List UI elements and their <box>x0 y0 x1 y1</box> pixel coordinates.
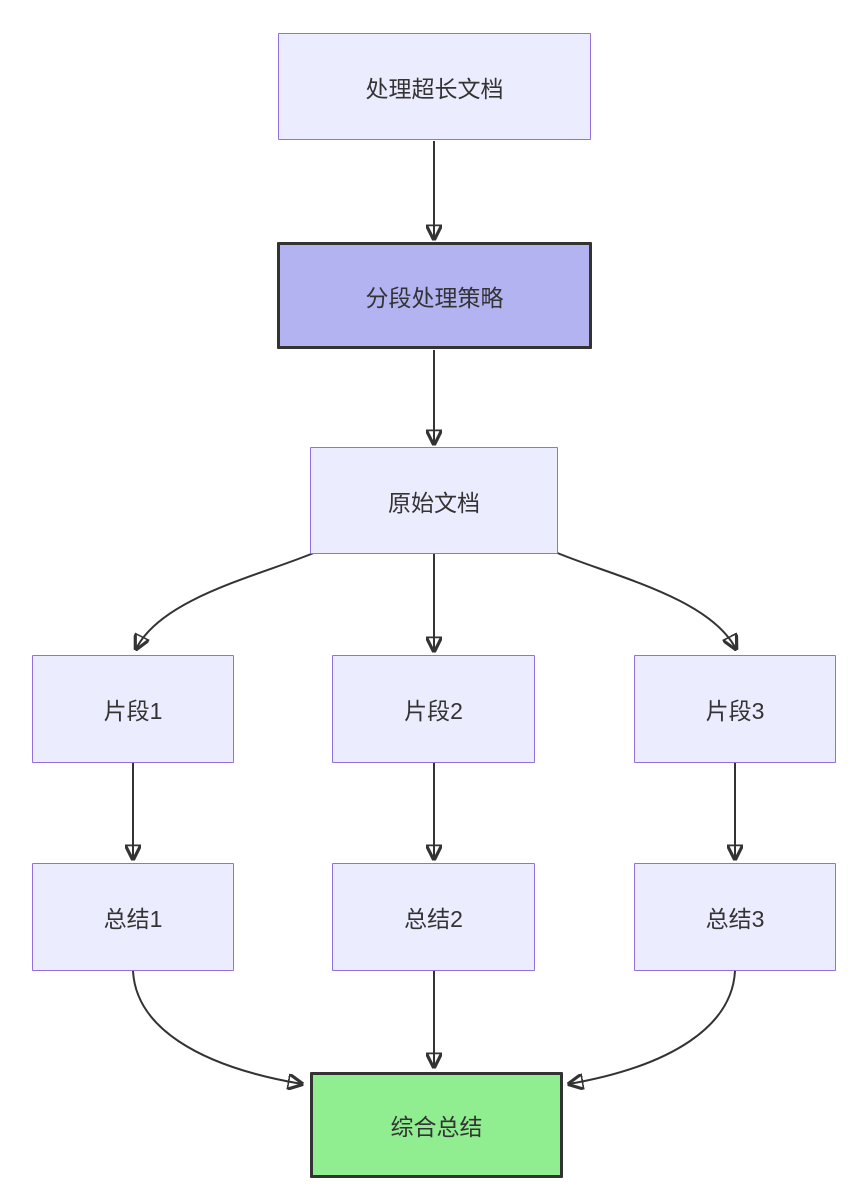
edge-E3-F <box>569 970 736 1084</box>
flow-node-original-document: 原始文档 <box>310 447 558 554</box>
flow-node-segmentation-strategy: 分段处理策略 <box>277 242 592 349</box>
flow-node-fragment-1: 片段1 <box>32 655 234 763</box>
edge-C-D1 <box>136 551 317 649</box>
flow-node-process-long-document: 处理超长文档 <box>278 33 591 140</box>
edge-E1-F <box>132 970 302 1084</box>
flow-node-summary-2: 总结2 <box>332 863 535 971</box>
flow-node-summary-3: 总结3 <box>634 863 836 971</box>
flow-node-fragment-3: 片段3 <box>634 655 836 763</box>
edge-C-D3 <box>554 551 736 649</box>
flow-node-combined-summary: 综合总结 <box>310 1072 563 1178</box>
flow-node-summary-1: 总结1 <box>32 863 234 971</box>
flow-node-fragment-2: 片段2 <box>332 655 535 763</box>
